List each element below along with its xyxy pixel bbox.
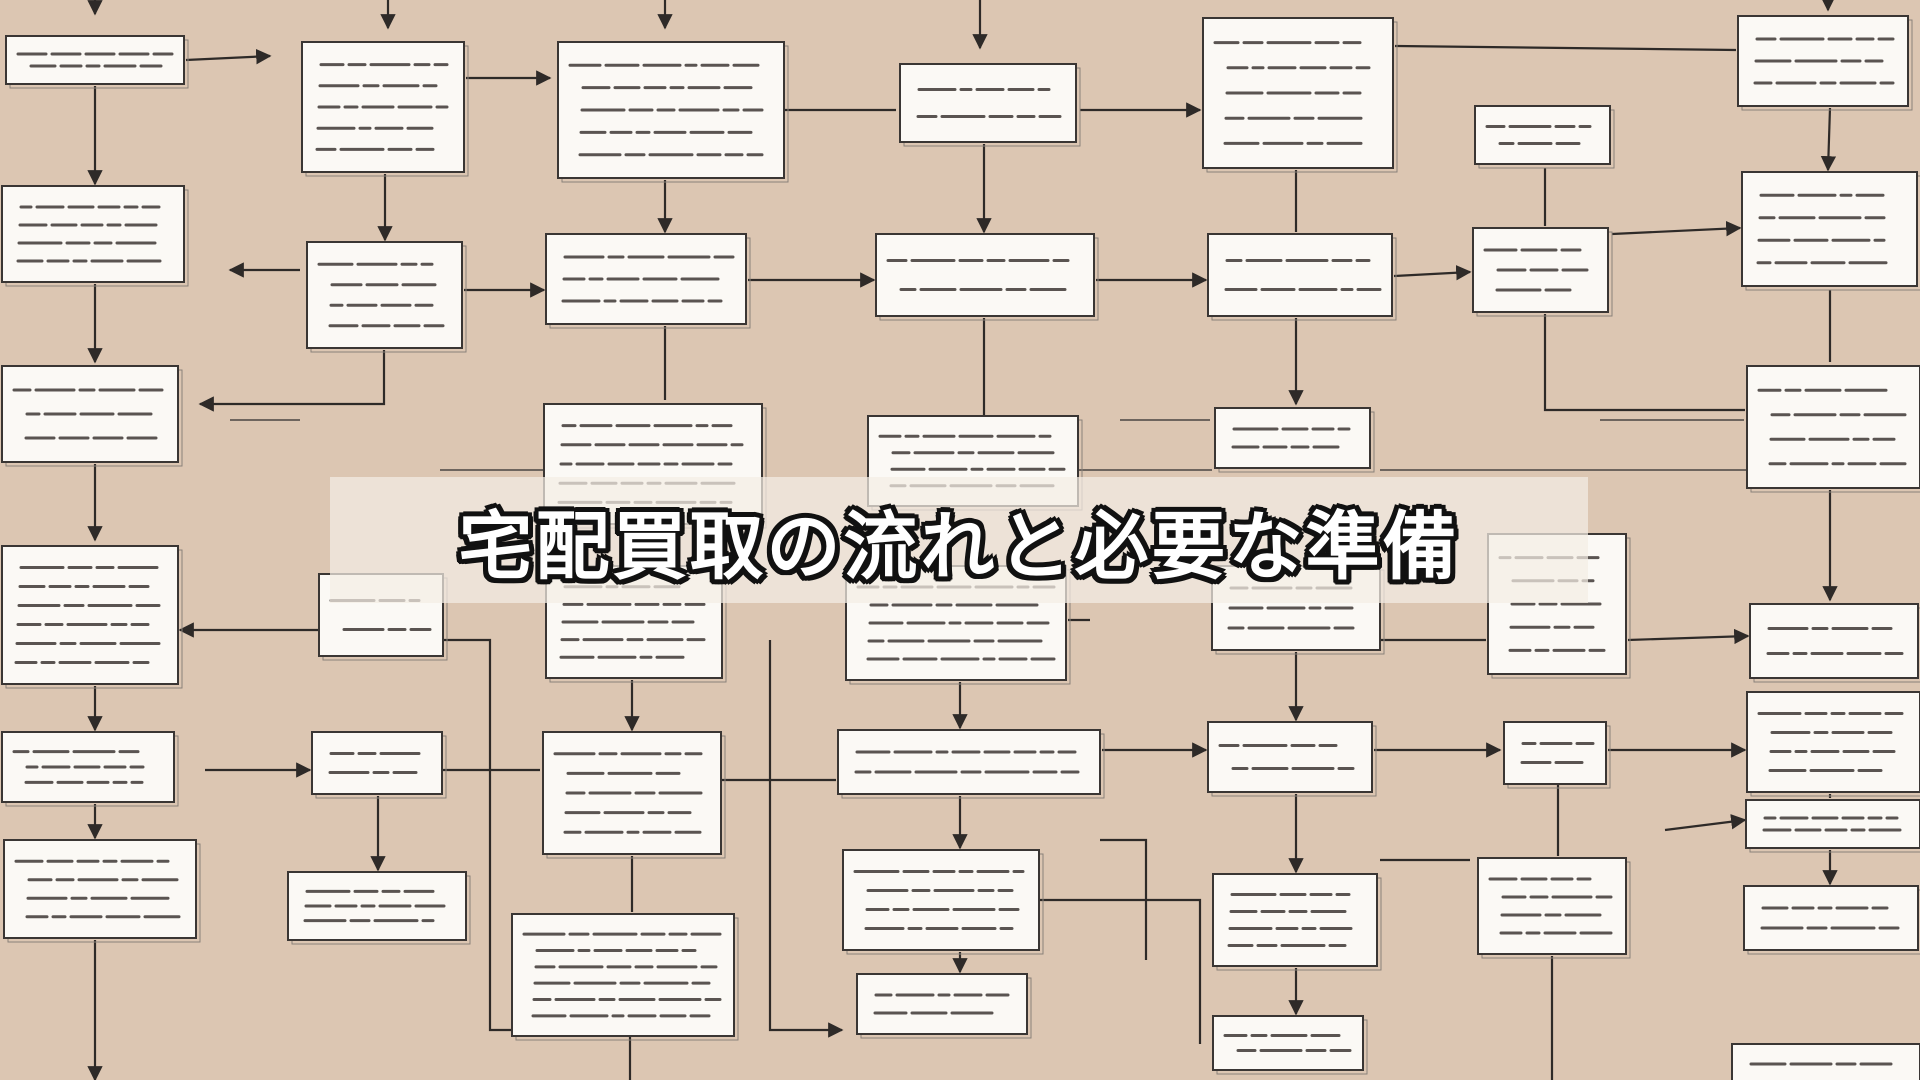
flowchart-box (1737, 15, 1913, 111)
flowchart-connector (1627, 628, 1750, 645)
flowchart-connector (1394, 44, 1737, 52)
flowchart-box (1214, 407, 1375, 473)
flowchart-box (542, 731, 726, 859)
flowchart-box (1, 545, 183, 689)
flowchart-nodes (1, 15, 1920, 1080)
flowchart-box (1503, 721, 1611, 789)
flowchart-box (557, 41, 789, 183)
flowchart-box (287, 871, 471, 945)
flowchart-box (306, 241, 467, 353)
flowchart-box (1212, 873, 1382, 971)
flowchart-box (1207, 721, 1377, 797)
flowchart-box (1202, 17, 1398, 173)
flowchart-box (1731, 1043, 1920, 1080)
flowchart-connector (1664, 814, 1747, 832)
title-banner: 宅配買取の流れと必要な準備 (330, 477, 1588, 603)
flowchart-box (1746, 691, 1920, 797)
flowchart-connector (1100, 838, 1148, 960)
flowchart-box (1472, 227, 1613, 317)
flowchart-box (311, 731, 447, 799)
flowchart-connector (1543, 314, 1745, 412)
flowchart-box (856, 973, 1032, 1039)
flowchart-box (1474, 105, 1615, 169)
flowchart-box (545, 233, 751, 329)
flowchart-box (899, 63, 1081, 147)
flowchart-box (1, 731, 179, 807)
flowchart-box (301, 41, 469, 177)
flowchart-box (1, 185, 189, 287)
flowchart-box (1746, 365, 1920, 493)
flowchart-box (1741, 171, 1920, 291)
flowchart-box (5, 35, 189, 89)
flowchart-box (511, 913, 739, 1041)
flowchart-connector (185, 48, 272, 65)
flowchart-box (842, 849, 1044, 955)
flowchart-box (837, 729, 1105, 799)
flowchart-box (3, 839, 201, 943)
flowchart-connector (768, 640, 844, 1038)
flowchart-box (1743, 885, 1920, 955)
flowchart-box (1207, 233, 1397, 321)
flowchart-connector (198, 350, 386, 412)
flowchart-connector (1393, 265, 1472, 281)
flowchart-connector (1820, 107, 1837, 172)
flowchart-connector (1611, 220, 1742, 237)
flowchart-box (1, 365, 183, 467)
flowchart-connectors (87, 0, 1838, 1080)
flowchart-box (875, 233, 1099, 321)
flowchart-box (1745, 799, 1920, 853)
flowchart-box (1749, 603, 1920, 683)
flowchart-connector (1040, 898, 1202, 1044)
flowchart-box (1477, 857, 1631, 959)
flowchart-box (1212, 1015, 1368, 1075)
page-title: 宅配買取の流れと必要な準備 (458, 503, 1460, 590)
